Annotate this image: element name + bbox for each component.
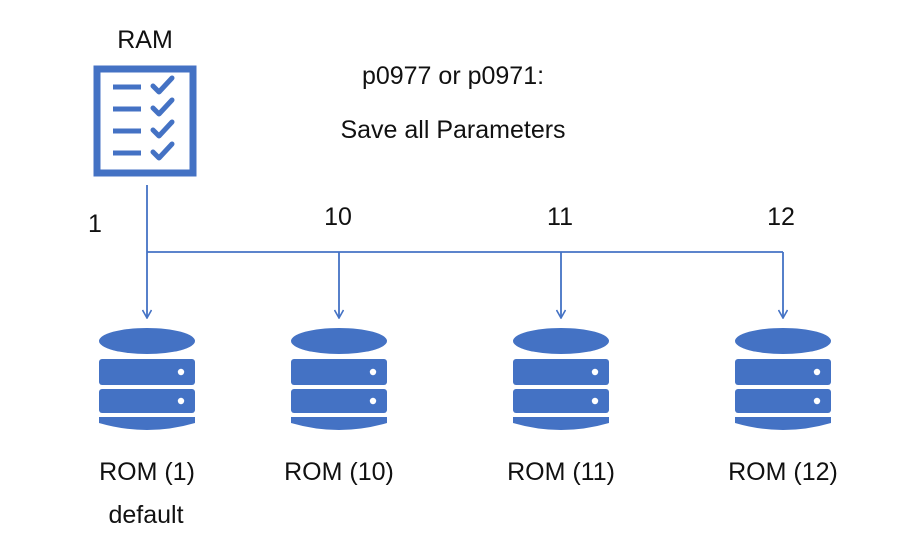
ram-label: RAM: [117, 26, 173, 54]
instruction-line-1: p0977 or p0971:: [361, 62, 545, 90]
instruction-line-2: Save all Parameters: [340, 116, 566, 144]
rom-label-10: ROM (10): [284, 458, 394, 486]
branch-number-11: 11: [547, 203, 573, 231]
branch-number-1: 1: [88, 210, 102, 238]
rom-sublabel-1: default: [108, 501, 184, 529]
rom-label-11: ROM (11): [507, 458, 615, 486]
database-icon: [291, 328, 387, 430]
rom-label-12: ROM (12): [728, 458, 838, 486]
checklist-icon: [93, 65, 197, 177]
database-icon: [735, 328, 831, 430]
branch-number-10: 10: [324, 203, 352, 231]
database-icon: [99, 328, 195, 430]
database-icon: [513, 328, 609, 430]
rom-label-1: ROM (1): [99, 458, 195, 486]
branch-number-12: 12: [767, 203, 795, 231]
